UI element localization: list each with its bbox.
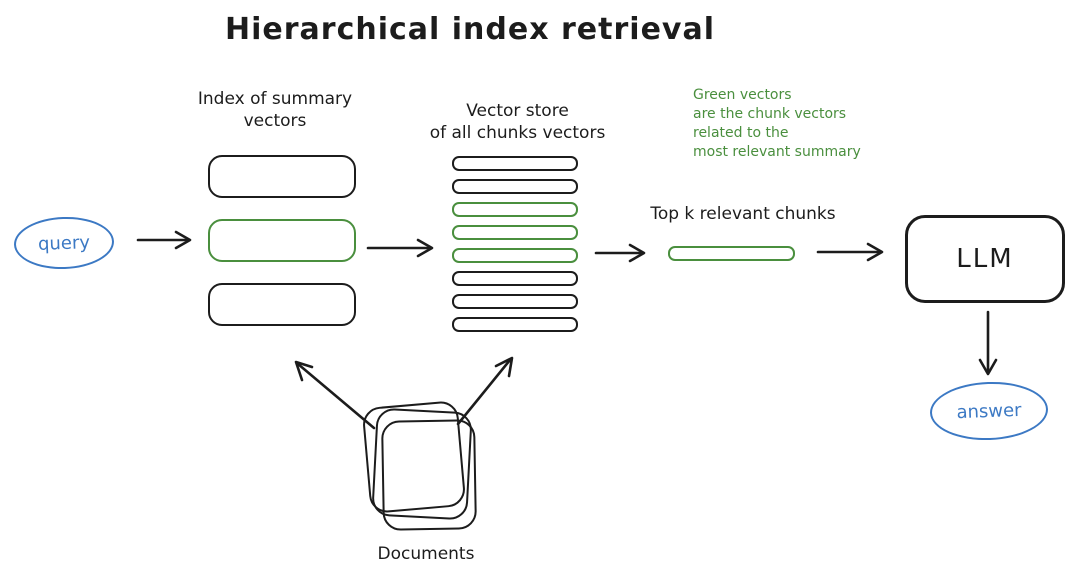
annotation-line4: most relevant summary <box>693 144 861 160</box>
arrow-vector-store-to-top-k <box>594 243 646 263</box>
summary-vector-bar <box>208 283 356 326</box>
arrow-llm-to-answer <box>978 310 998 376</box>
documents-label: Documents <box>377 544 475 564</box>
annotation-line2: are the chunk vectors <box>693 106 847 122</box>
green-vectors-annotation: Green vectors are the chunk vectors rela… <box>693 86 861 162</box>
chunks-vector-bar <box>452 294 578 309</box>
document-sheet-icon <box>381 419 477 531</box>
documents-icon <box>361 400 486 534</box>
answer-node-label: answer <box>956 399 1022 423</box>
top-k-chunk <box>668 246 795 261</box>
chunks-vector-stack <box>452 156 578 332</box>
vector-store-label-line1: Vector store <box>466 101 569 121</box>
arrow-summary-to-vector-store <box>366 238 434 258</box>
answer-node: answer <box>929 379 1049 443</box>
chunks-vector-bar <box>452 179 578 194</box>
arrow-documents-to-summary <box>294 360 376 430</box>
chunks-vector-bar <box>452 225 578 240</box>
arrow-top-k-to-llm <box>816 242 884 262</box>
summary-index-label-line1: Index of summary <box>197 89 353 109</box>
summary-vector-stack <box>208 155 356 326</box>
summary-index-label-line2: vectors <box>243 111 307 131</box>
llm-node: LLM <box>905 215 1065 303</box>
chunks-vector-bar <box>452 317 578 332</box>
summary-vector-bar <box>208 219 356 262</box>
summary-index-label: Index of summary vectors <box>165 88 385 132</box>
chunks-vector-bar <box>452 156 578 171</box>
chunks-vector-bar <box>452 248 578 263</box>
vector-store-label-line2: of all chunks vectors <box>429 123 606 143</box>
summary-vector-bar <box>208 155 356 198</box>
llm-node-label: LLM <box>956 244 1014 274</box>
topk-vector-bar <box>668 246 795 261</box>
chunks-vector-bar <box>452 271 578 286</box>
query-node-label: query <box>37 231 91 255</box>
arrow-query-to-summary <box>136 230 192 250</box>
query-node: query <box>13 215 115 271</box>
annotation-line3: related to the <box>693 125 789 141</box>
diagram-title: Hierarchical index retrieval <box>225 12 715 47</box>
chunks-vector-bar <box>452 202 578 217</box>
top-k-label: Top k relevant chunks <box>650 204 836 224</box>
vector-store-label: Vector store of all chunks vectors <box>415 100 620 144</box>
annotation-line1: Green vectors <box>693 87 792 103</box>
